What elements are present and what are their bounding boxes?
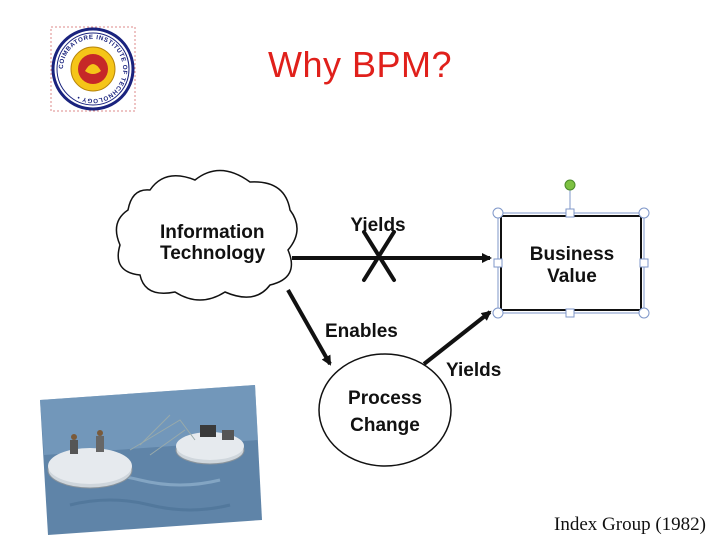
information-technology-node: Information Technology bbox=[115, 169, 298, 301]
process-change-node: Process Change bbox=[318, 353, 452, 467]
slide-title: Why BPM? bbox=[267, 44, 453, 85]
edge-label-it-bv: Yields bbox=[350, 215, 405, 236]
business-value-node[interactable]: Business Value bbox=[492, 179, 650, 319]
rotate-handle[interactable] bbox=[564, 179, 576, 191]
bv-label-line1: Business bbox=[530, 244, 614, 265]
bv-label-line2: Value bbox=[547, 266, 597, 287]
pc-label-line2: Change bbox=[350, 415, 420, 436]
edge-label-it-pc: Enables bbox=[325, 321, 398, 342]
edge-pc-bv bbox=[422, 310, 492, 366]
institute-logo: COIMBATORE INSTITUTE OF TECHNOLOGY • bbox=[50, 26, 136, 112]
it-label-line1: Information bbox=[160, 222, 265, 243]
edge-label-pc-bv: Yields bbox=[446, 360, 501, 381]
selection-handles[interactable] bbox=[492, 207, 650, 319]
citation: Index Group (1982) bbox=[554, 514, 706, 535]
cross-mark-icon bbox=[362, 230, 396, 282]
it-label-line2: Technology bbox=[160, 243, 266, 264]
pc-label-line1: Process bbox=[348, 388, 422, 409]
edge-it-pc bbox=[286, 289, 332, 366]
network-illustration bbox=[40, 385, 262, 535]
